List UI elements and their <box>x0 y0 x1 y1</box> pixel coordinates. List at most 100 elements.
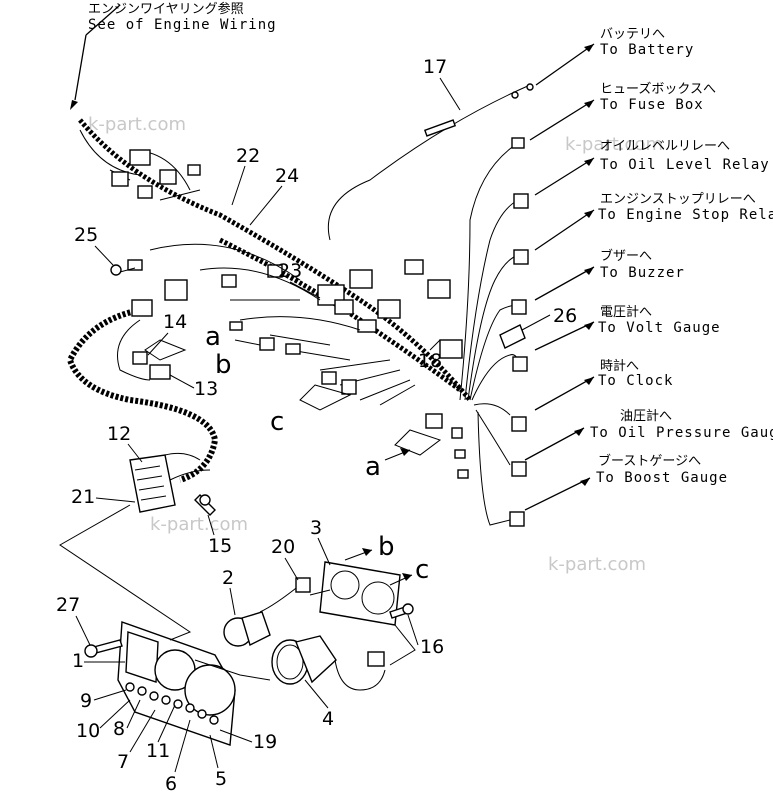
connector <box>511 416 527 432</box>
clock-cable <box>473 403 511 416</box>
connector <box>511 137 525 149</box>
oil-pressure-en: To Oil Pressure Gauge <box>590 425 773 441</box>
buzzer-en: To Buzzer <box>600 265 685 281</box>
connector <box>131 299 153 317</box>
watermark: k-part.com <box>565 134 663 155</box>
leader-line <box>59 504 192 641</box>
buzzer-jp: ブザーへ <box>600 248 652 264</box>
boost-en: To Boost Gauge <box>596 470 728 486</box>
arrow-head <box>400 448 410 456</box>
letter-c: c <box>415 555 429 585</box>
clock-jp: 時計へ <box>600 358 639 374</box>
arrow-head <box>70 100 78 110</box>
letter-c: c <box>270 407 284 437</box>
callout-18: 18 <box>418 350 442 372</box>
bolt-25 <box>110 264 136 276</box>
callout-7: 7 <box>117 751 129 773</box>
cable-sleeve <box>423 119 457 137</box>
connector <box>334 299 354 315</box>
letter-a: a <box>205 322 221 352</box>
destination-battery: バッテリへ To Battery <box>535 27 694 86</box>
leader-line <box>74 4 121 101</box>
callout-22: 22 <box>236 145 260 167</box>
destination-buzzer: ブザーへ To Buzzer <box>534 248 685 301</box>
connector <box>321 371 337 385</box>
connector <box>511 461 527 477</box>
callout-2: 2 <box>222 567 234 589</box>
engine-wiring-en: See of Engine Wiring <box>88 17 277 33</box>
callout-10: 10 <box>76 720 100 742</box>
volt-jp: 電圧計へ <box>600 304 652 320</box>
leader-line <box>194 659 271 681</box>
connector <box>137 185 153 199</box>
connector <box>451 427 463 439</box>
battery-cable <box>327 84 531 241</box>
boost-cable <box>477 411 511 526</box>
marker-c-box <box>299 384 352 411</box>
connector-block-12 <box>129 452 211 513</box>
connector <box>111 171 129 187</box>
destination-engine-stop-relay: エンジンストップリレーへ To Engine Stop Relay <box>534 192 773 251</box>
destination-oil-pressure-gauge: 油圧計へ To Oil Pressure Gauge <box>524 408 773 461</box>
connector <box>425 413 443 429</box>
connector <box>457 469 469 479</box>
callout-1: 1 <box>72 650 84 672</box>
connector <box>357 319 377 333</box>
buzzer-cable <box>469 304 519 401</box>
callout-27: 27 <box>56 594 80 616</box>
volt-en: To Volt Gauge <box>598 320 721 336</box>
marker-a-box <box>394 429 442 456</box>
fuse-box-en: To Fuse Box <box>600 97 704 113</box>
battery-en: To Battery <box>600 42 694 58</box>
fuse-box-jp: ヒューズボックスへ <box>600 81 716 97</box>
fuse-box-cable <box>459 144 516 401</box>
watermark: k-part.com <box>150 514 248 535</box>
oil-pressure-cable <box>475 409 511 466</box>
callout-19: 19 <box>253 731 277 753</box>
connector <box>439 339 463 359</box>
callout-8: 8 <box>113 718 125 740</box>
destination-fuse-box: ヒューズボックスへ To Fuse Box <box>529 81 716 141</box>
oil-level-en: To Oil Level Relay <box>600 157 770 173</box>
connector <box>427 279 451 299</box>
callout-23: 23 <box>278 260 302 282</box>
connector <box>377 299 401 319</box>
callout-11: 11 <box>146 740 170 762</box>
connector <box>511 299 527 315</box>
bolt-27 <box>84 639 123 658</box>
destination-boost-gauge: ブーストゲージへ To Boost Gauge <box>524 453 728 511</box>
callout-25: 25 <box>74 224 98 246</box>
engine-stop-en: To Engine Stop Relay <box>598 207 773 223</box>
arrow-head <box>402 573 412 581</box>
watermark: k-part.com <box>88 114 186 135</box>
connector <box>259 337 275 351</box>
callout-3: 3 <box>310 517 322 539</box>
connector <box>509 511 525 527</box>
connector <box>221 274 237 288</box>
panel-3 <box>319 561 401 626</box>
oil-pressure-jp: 油圧計へ <box>620 408 672 424</box>
connector <box>164 279 188 301</box>
destination-volt-gauge: 電圧計へ To Volt Gauge <box>534 304 721 351</box>
connector <box>229 321 243 331</box>
letter-b: b <box>378 532 395 562</box>
destination-oil-level-relay: オイルレベルリレーへ To Oil Level Relay <box>534 139 770 196</box>
connector <box>513 193 529 209</box>
side-harness <box>66 307 219 483</box>
connector <box>349 269 373 289</box>
callout-12: 12 <box>107 423 131 445</box>
instrument-panel-1 <box>117 621 236 746</box>
callout-5: 5 <box>215 768 227 790</box>
callout-21: 21 <box>71 486 95 508</box>
connector <box>454 449 466 459</box>
main-harness <box>78 118 472 402</box>
leader-line <box>309 589 331 596</box>
callout-15: 15 <box>208 535 232 557</box>
connector <box>159 169 177 185</box>
connector <box>285 343 301 355</box>
clamp-26 <box>499 324 526 349</box>
callout-9: 9 <box>80 690 92 712</box>
letter-a: a <box>365 452 381 482</box>
